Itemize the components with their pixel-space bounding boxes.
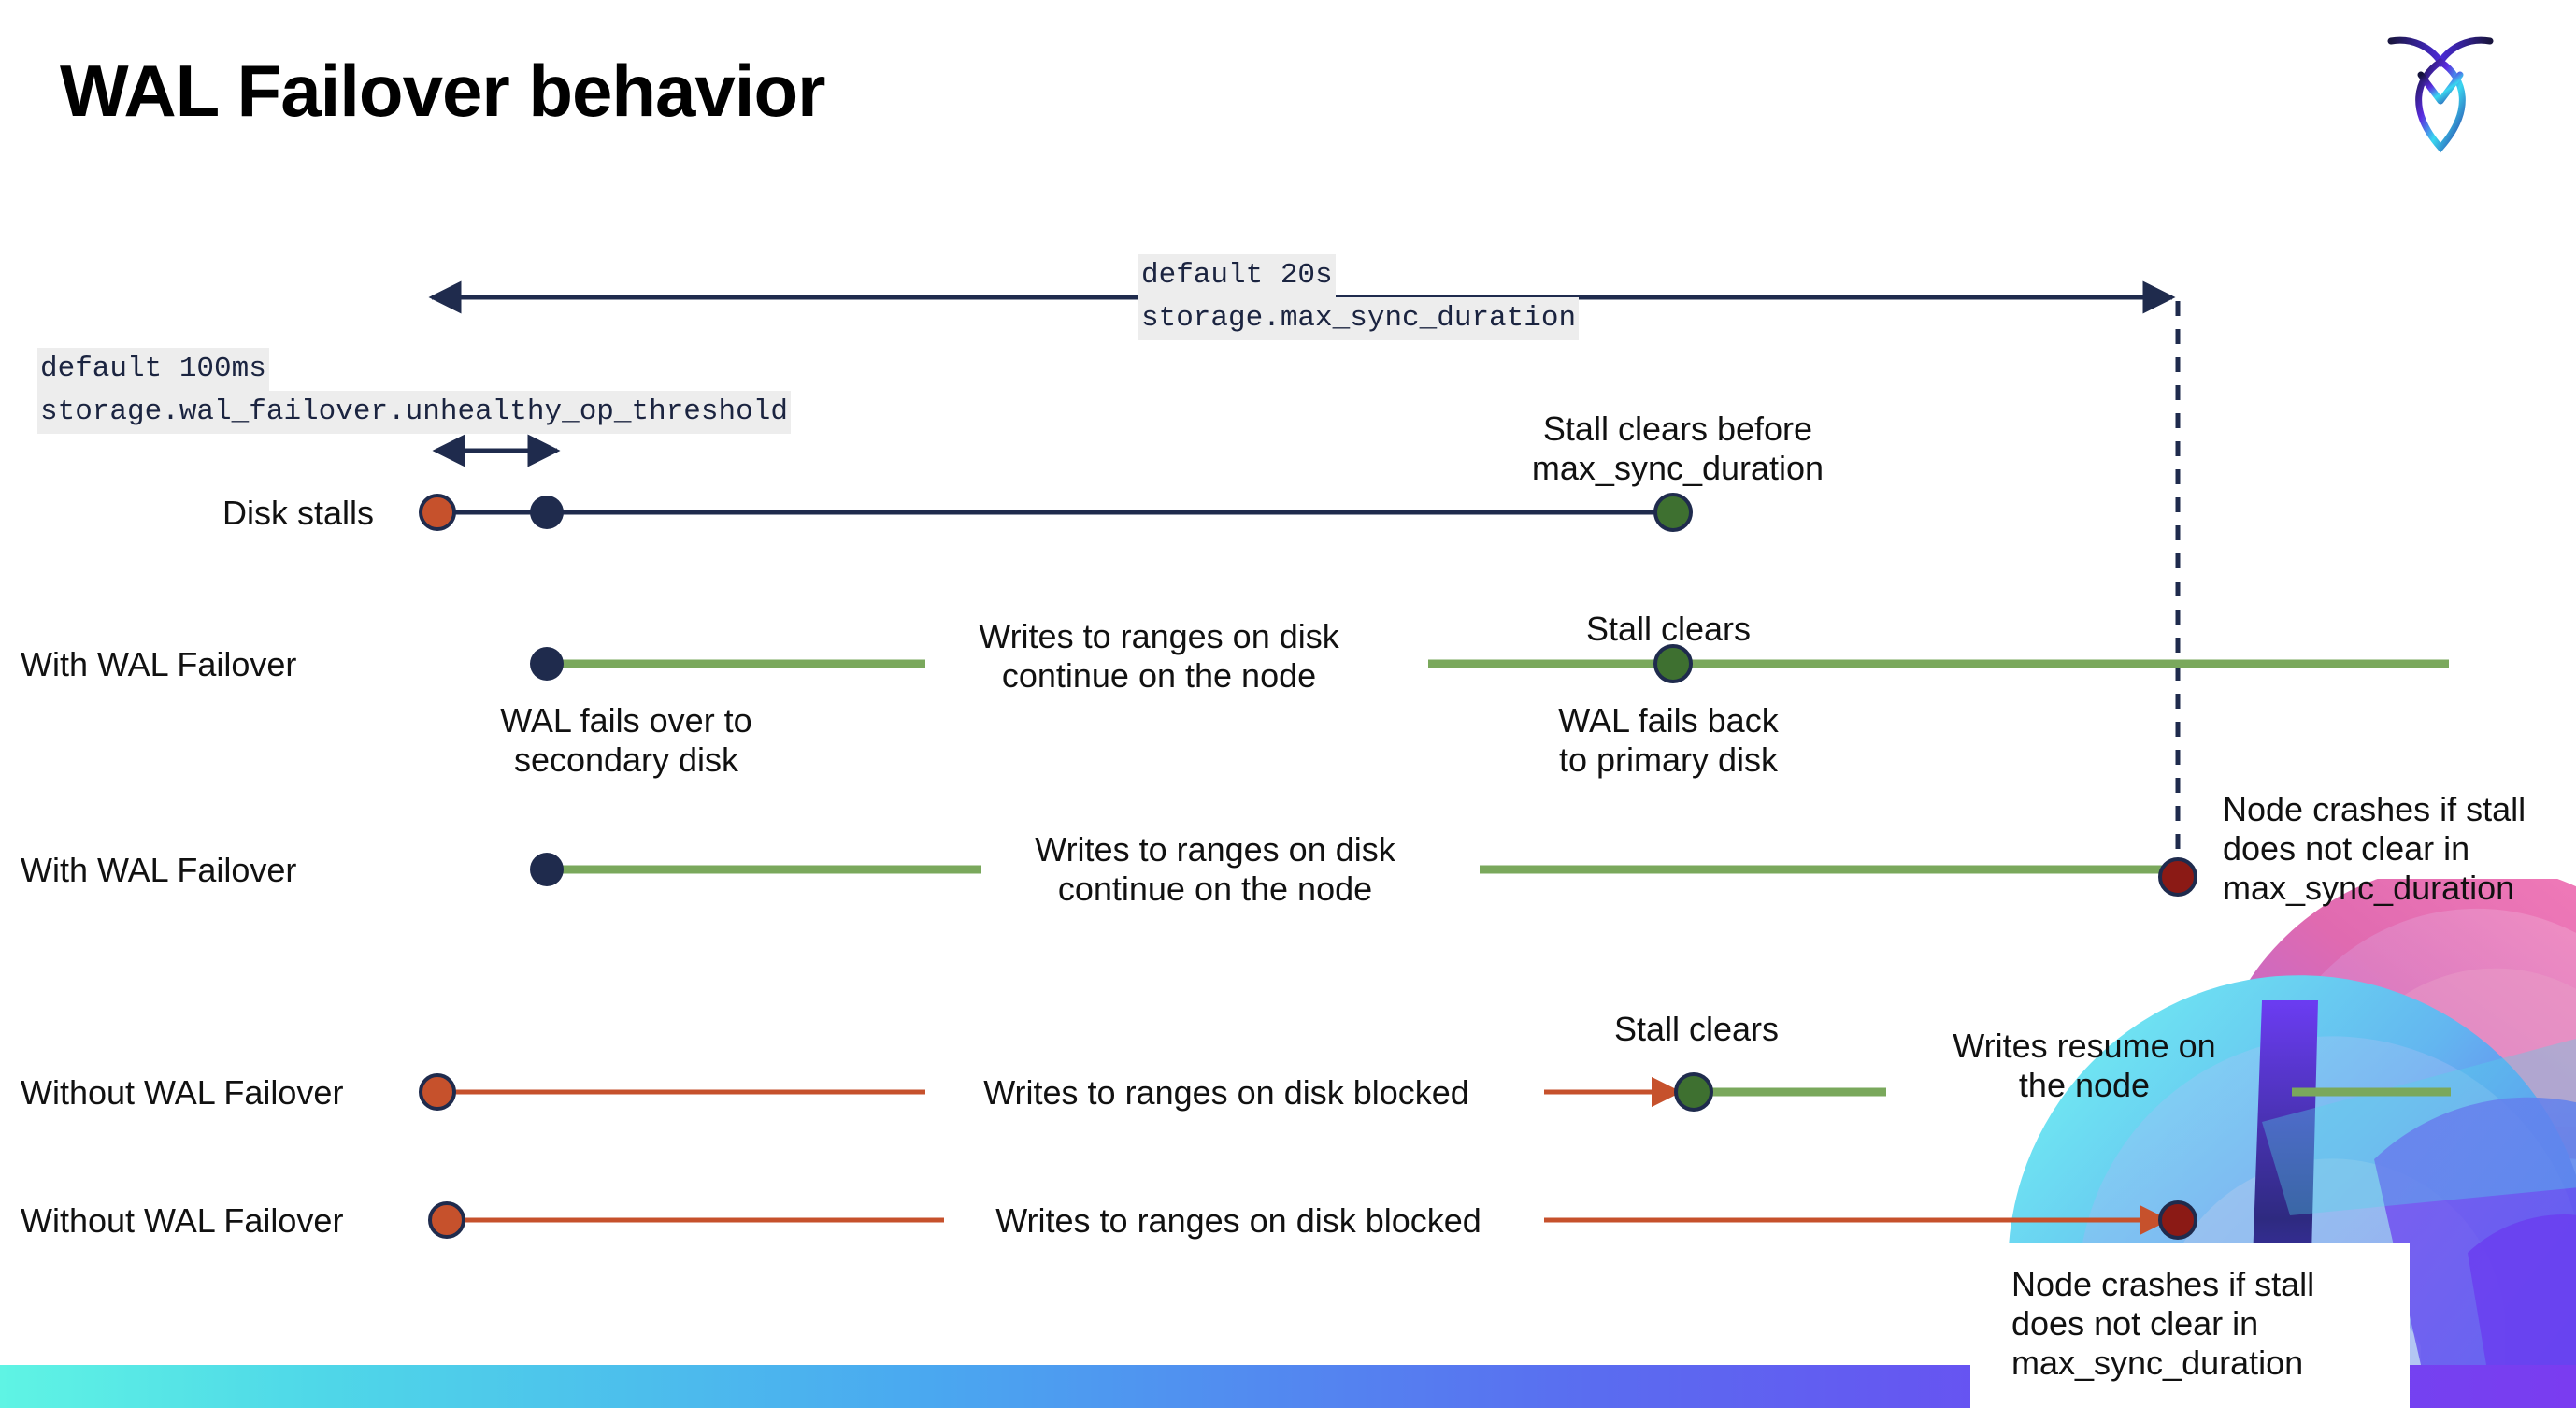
note-node-crashes-row3: Node crashes if stall does not clear in … [2223, 790, 2576, 908]
marker-node-crash [2158, 1200, 2197, 1240]
marker-stall-clears [1653, 644, 1693, 683]
cockroachdb-logo-icon [2387, 36, 2494, 153]
note-line-2: does not clear in [2011, 1304, 2259, 1343]
note-line-1: Writes to ranges on disk [979, 617, 1339, 655]
unhealthy-op-default-label: default 100ms [37, 348, 269, 392]
note-writes-blocked-row5: Writes to ranges on disk blocked [995, 1201, 1481, 1240]
row-label-with-wal-failover-2: With WAL Failover [21, 851, 297, 889]
max-sync-duration-setting: default 20s storage.max_sync_duration [1138, 254, 1580, 341]
note-line-1: Writes resume on [1953, 1027, 2216, 1065]
marker-stall-clears [1674, 1072, 1713, 1112]
note-line-2: secondary disk [513, 740, 739, 780]
note-node-crashes-row5: Node crashes if stall does not clear in … [2011, 1265, 2385, 1383]
row-label-with-wal-failover-1: With WAL Failover [21, 645, 297, 683]
note-line-1: Writes to ranges on disk [1035, 830, 1395, 869]
note-line-2: to primary disk [1558, 740, 1779, 780]
row-with-wal-failover-1-track [530, 644, 2449, 683]
marker-stall-clears [1653, 493, 1693, 532]
marker-stall-start [419, 494, 456, 531]
note-stall-clears-before: Stall clears before max_sync_duration [1496, 409, 1860, 488]
note-writes-continue-row2: Writes to ranges on disk continue on the… [897, 617, 1421, 696]
note-line-1: WAL fails back [1558, 701, 1779, 740]
row-without-wal-failover-2-track [428, 1200, 2197, 1240]
note-stall-clears-row2: Stall clears [1585, 610, 1752, 648]
page-title: WAL Failover behavior [60, 50, 825, 132]
unhealthy-op-threshold-setting: default 100ms storage.wal_failover.unhea… [37, 348, 791, 435]
note-line-2: continue on the node [1057, 869, 1373, 909]
note-line-1: Stall clears before [1542, 409, 1813, 448]
note-wal-fails-over: WAL fails over to secondary disk [425, 701, 827, 780]
note-writes-resume-row4: Writes resume on the node [1925, 1027, 2243, 1105]
note-writes-blocked-row4: Writes to ranges on disk blocked [983, 1073, 1469, 1112]
callout-card-background [1970, 1243, 2410, 1408]
note-writes-continue-row3: Writes to ranges on disk continue on the… [953, 830, 1477, 909]
max-sync-name-label: storage.max_sync_duration [1138, 297, 1580, 341]
note-line-3: max_sync_duration [2223, 869, 2515, 908]
note-line-1: Node crashes if stall [2011, 1265, 2315, 1303]
max-sync-default-label: default 20s [1138, 254, 1336, 298]
note-line-2: does not clear in [2223, 829, 2470, 869]
note-wal-fails-back: WAL fails back to primary disk [1481, 701, 1855, 780]
note-line-2: continue on the node [1001, 656, 1317, 696]
unhealthy-op-name-label: storage.wal_failover.unhealthy_op_thresh… [37, 391, 791, 435]
marker-stall-start [419, 1073, 456, 1111]
row-without-wal-failover-1-track [419, 1072, 2451, 1112]
note-stall-clears-row4: Stall clears [1613, 1010, 1780, 1048]
note-line-1: WAL fails over to [500, 701, 752, 740]
note-line-1: Node crashes if stall [2223, 790, 2526, 828]
row-label-without-wal-failover-2: Without WAL Failover [21, 1201, 344, 1240]
marker-wal-failover [530, 853, 564, 886]
note-line-2: max_sync_duration [1531, 449, 1825, 488]
row-disk-stalls-track [419, 493, 1693, 532]
marker-failover-threshold [530, 496, 564, 529]
marker-wal-failover [530, 647, 564, 681]
note-line-2: the node [2018, 1066, 2151, 1105]
row-with-wal-failover-2-track [530, 853, 2197, 897]
row-label-disk-stalls: Disk stalls [222, 494, 375, 532]
marker-node-crash [2158, 857, 2197, 897]
note-line-3: max_sync_duration [2011, 1343, 2304, 1383]
row-label-without-wal-failover-1: Without WAL Failover [21, 1073, 344, 1112]
marker-stall-start [428, 1201, 465, 1239]
